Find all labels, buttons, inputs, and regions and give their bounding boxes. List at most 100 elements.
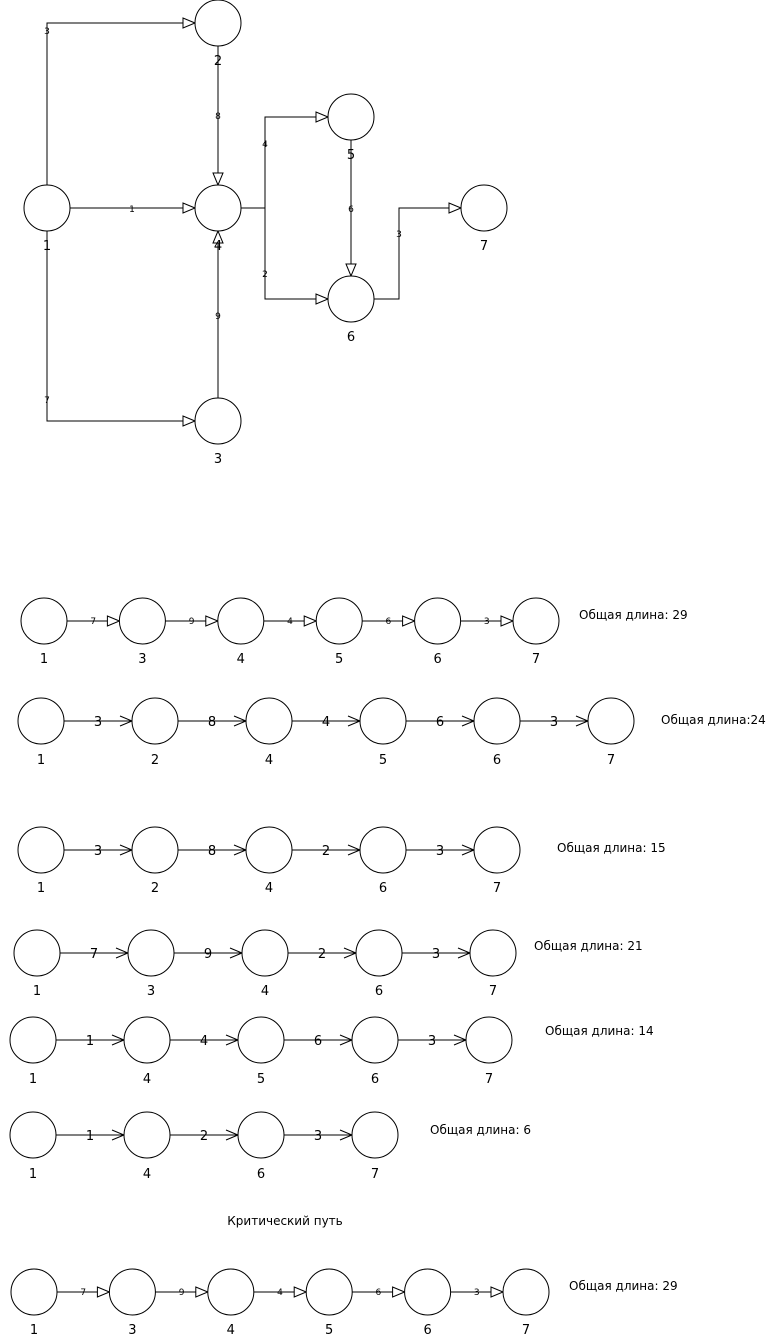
path-node-label: 4 [143, 1167, 151, 1182]
path-node-label: 5 [325, 1323, 333, 1338]
graph-edge-4-6: 2 [262, 208, 330, 305]
path-node-label: 3 [138, 652, 146, 667]
path-node-circle [127, 929, 175, 977]
path-node-circle [315, 597, 363, 645]
path-node-label: 5 [257, 1072, 265, 1087]
path-node-label: 7 [607, 753, 615, 768]
path-node-circle [355, 929, 403, 977]
path-node-circle [217, 597, 265, 645]
path-node-circle [473, 826, 521, 874]
path-node-circle [359, 697, 407, 745]
path-weight-label: 9 [204, 947, 212, 962]
node-label: 4 [214, 239, 222, 254]
arrowhead-icon [402, 615, 416, 627]
arrowhead-icon [195, 1286, 210, 1298]
path-weight-label: 9 [179, 1288, 185, 1298]
path-node-circle [587, 697, 635, 745]
node-label: 1 [43, 239, 51, 254]
arrowhead-icon [96, 1286, 111, 1298]
path-total-length: Общая длина: 15 [557, 841, 666, 855]
path-node-label: 4 [265, 881, 273, 896]
path-node-label: 1 [33, 984, 41, 999]
path-node-circle [404, 1268, 452, 1316]
graph-node-3: 3 [194, 397, 242, 467]
node-label: 2 [214, 54, 222, 69]
path-total-length: Общая длина: 6 [430, 1123, 531, 1137]
path-node-label: 3 [147, 984, 155, 999]
path-node-label: 6 [375, 984, 383, 999]
path-weight-label: 3 [436, 844, 444, 859]
path-weight-label: 6 [376, 1288, 382, 1298]
arrowhead-icon [205, 615, 220, 627]
path-weight-label: 9 [189, 617, 195, 627]
arrowhead-icon [182, 415, 197, 427]
arrowhead-icon [345, 263, 357, 278]
path-node-label: 6 [423, 1323, 431, 1338]
path-node-circle [305, 1268, 353, 1316]
edge-weight-label: 1 [129, 205, 135, 215]
path-node-circle [207, 1268, 255, 1316]
path-node-circle [9, 1111, 57, 1159]
path-node-label: 4 [265, 753, 273, 768]
path-node-label: 6 [257, 1167, 265, 1182]
path-weight-label: 4 [277, 1288, 283, 1298]
path-node-label: 4 [227, 1323, 235, 1338]
path-total-length: Общая длина: 21 [534, 939, 643, 953]
path-node-label: 1 [30, 1323, 38, 1338]
edge-weight-label: 6 [348, 205, 354, 215]
graph-edge-1-2: 3 [44, 17, 197, 185]
node-label: 7 [480, 239, 488, 254]
path-node-circle [118, 597, 166, 645]
arrowhead-icon [392, 1286, 406, 1298]
path-weight-label: 6 [314, 1034, 322, 1049]
path-weight-label: 6 [436, 715, 444, 730]
edge-weight-label: 3 [396, 230, 402, 240]
graph-node-2: 2 [194, 0, 242, 69]
path-node-label: 6 [493, 753, 501, 768]
path-node-label: 7 [532, 652, 540, 667]
node-circle [327, 93, 375, 141]
node-label: 5 [347, 148, 355, 163]
path-node-circle [469, 929, 517, 977]
path-node-label: 4 [261, 984, 269, 999]
arrowhead-icon [315, 111, 330, 123]
path-total-length: Общая длина: 29 [579, 608, 688, 622]
path-weight-label: 7 [80, 1288, 86, 1298]
path-node-label: 1 [40, 652, 48, 667]
path-node-circle [123, 1111, 171, 1159]
path-weight-label: 7 [90, 617, 96, 627]
path-node-circle [351, 1111, 399, 1159]
path-node-label: 5 [335, 652, 343, 667]
path-weight-label: 7 [90, 947, 98, 962]
path-node-circle [9, 1016, 57, 1064]
graph-edge-5-6: 6 [345, 140, 357, 278]
graph-edge-6-7: 3 [374, 202, 463, 300]
graph-node-4: 4 [194, 184, 242, 254]
path-node-circle [245, 826, 293, 874]
graph-edge-1-4: 1 [70, 202, 197, 215]
path-node-circle [465, 1016, 513, 1064]
path-node-circle [512, 597, 560, 645]
path-node-circle [237, 1016, 285, 1064]
path-node-circle [237, 1111, 285, 1159]
arrowhead-icon [315, 293, 330, 305]
arrowhead-icon [106, 615, 121, 627]
path-node-label: 4 [143, 1072, 151, 1087]
arrowhead-icon [448, 202, 463, 214]
arrowhead-icon [293, 1286, 308, 1298]
path-node-label: 5 [379, 753, 387, 768]
arrowhead-icon [303, 615, 318, 627]
path-node-label: 2 [151, 753, 159, 768]
path-node-label: 7 [522, 1323, 530, 1338]
path-node-label: 7 [489, 984, 497, 999]
path-node-circle [351, 1016, 399, 1064]
path-node-label: 7 [485, 1072, 493, 1087]
path-node-circle [502, 1268, 550, 1316]
